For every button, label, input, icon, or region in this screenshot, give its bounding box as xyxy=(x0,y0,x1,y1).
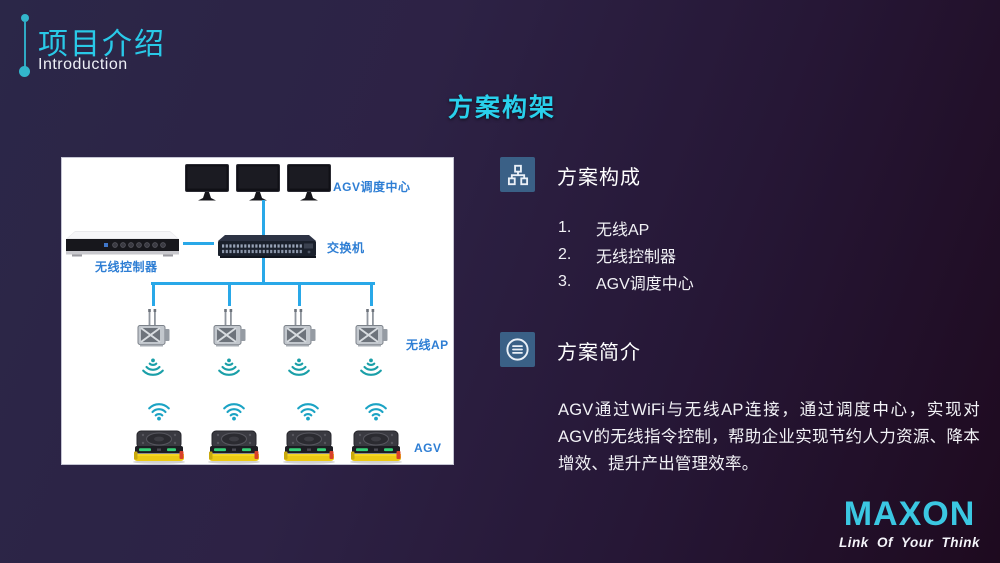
deco-dot-big xyxy=(19,66,30,77)
access-point-icon xyxy=(135,309,171,351)
wifi-signal-icon xyxy=(217,358,241,378)
composition-list: 1. 无线AP 2. 无线控制器 3. AGV调度中心 xyxy=(558,214,694,295)
list-item-label: 无线AP xyxy=(596,221,650,239)
monitor-icon xyxy=(185,164,229,204)
deco-dot-small xyxy=(21,14,29,22)
connector-bus-bar xyxy=(151,282,375,285)
list-item-number: 1. xyxy=(558,218,572,236)
connector-drop-line xyxy=(297,282,301,306)
connector-drop-line xyxy=(151,282,155,306)
list-item-label: AGV调度中心 xyxy=(596,275,694,293)
kicker-title: 项目介绍 xyxy=(38,28,166,61)
composition-heading: 方案构成 xyxy=(557,167,641,189)
sitemap-icon xyxy=(505,162,531,188)
connector-line-switch-bus xyxy=(262,258,265,283)
list-item-number: 2. xyxy=(558,245,572,263)
list-circle-icon xyxy=(504,336,531,363)
wifi-signal-icon xyxy=(364,401,388,421)
access-point-icon xyxy=(353,309,389,351)
agv-robot-icon xyxy=(131,430,187,464)
brief-body-text: AGV通过WiFi与无线AP连接，通过调度中心，实现对AGV的无线指令控制，帮助… xyxy=(558,401,980,473)
list-item: 1. 无线AP xyxy=(558,214,694,241)
network-architecture-diagram: AGV调度中心 无线控制器 交换机 无线AP xyxy=(61,157,454,465)
access-point-icon xyxy=(281,309,317,351)
wireless-controller-icon xyxy=(66,231,179,257)
brief-heading: 方案简介 xyxy=(557,342,641,364)
connector-drop-line xyxy=(227,282,231,306)
access-point-icon xyxy=(211,309,247,351)
kicker-decoration xyxy=(19,14,31,77)
connector-line-controller-switch xyxy=(183,242,214,245)
composition-section-icon-box xyxy=(500,157,535,192)
page-title: 方案构架 xyxy=(448,94,557,122)
wifi-signal-icon xyxy=(222,401,246,421)
monitor-icon xyxy=(287,164,331,204)
dispatch-center-label: AGV调度中心 xyxy=(333,180,411,194)
wifi-signal-icon xyxy=(359,358,383,378)
switch-label: 交换机 xyxy=(327,241,365,255)
kicker-subtitle: Introduction xyxy=(38,56,128,73)
logo-block: MAXON Link Of Your Think xyxy=(839,496,980,550)
wifi-signal-icon xyxy=(141,358,165,378)
connector-drop-line xyxy=(369,282,373,306)
switch-icon xyxy=(218,235,316,259)
agv-label: AGV xyxy=(414,441,442,455)
agv-robot-icon xyxy=(206,430,262,464)
deco-vertical-line xyxy=(24,21,26,69)
monitor-icon xyxy=(236,164,280,204)
list-item: 3. AGV调度中心 xyxy=(558,268,694,295)
wifi-signal-icon xyxy=(147,401,171,421)
wireless-controller-label: 无线控制器 xyxy=(95,260,158,274)
list-item-number: 3. xyxy=(558,272,572,290)
list-item-label: 无线控制器 xyxy=(596,248,677,266)
logo-text: MAXON xyxy=(843,495,976,533)
brief-section-icon-box xyxy=(500,332,535,367)
agv-robot-icon xyxy=(348,430,404,464)
agv-robot-icon xyxy=(281,430,337,464)
list-item: 2. 无线控制器 xyxy=(558,241,694,268)
wifi-signal-icon xyxy=(287,358,311,378)
wifi-signal-icon xyxy=(296,401,320,421)
wireless-ap-label: 无线AP xyxy=(406,338,449,352)
connector-line-monitor-switch xyxy=(262,200,265,236)
logo-tagline: Link Of Your Think xyxy=(838,535,980,550)
